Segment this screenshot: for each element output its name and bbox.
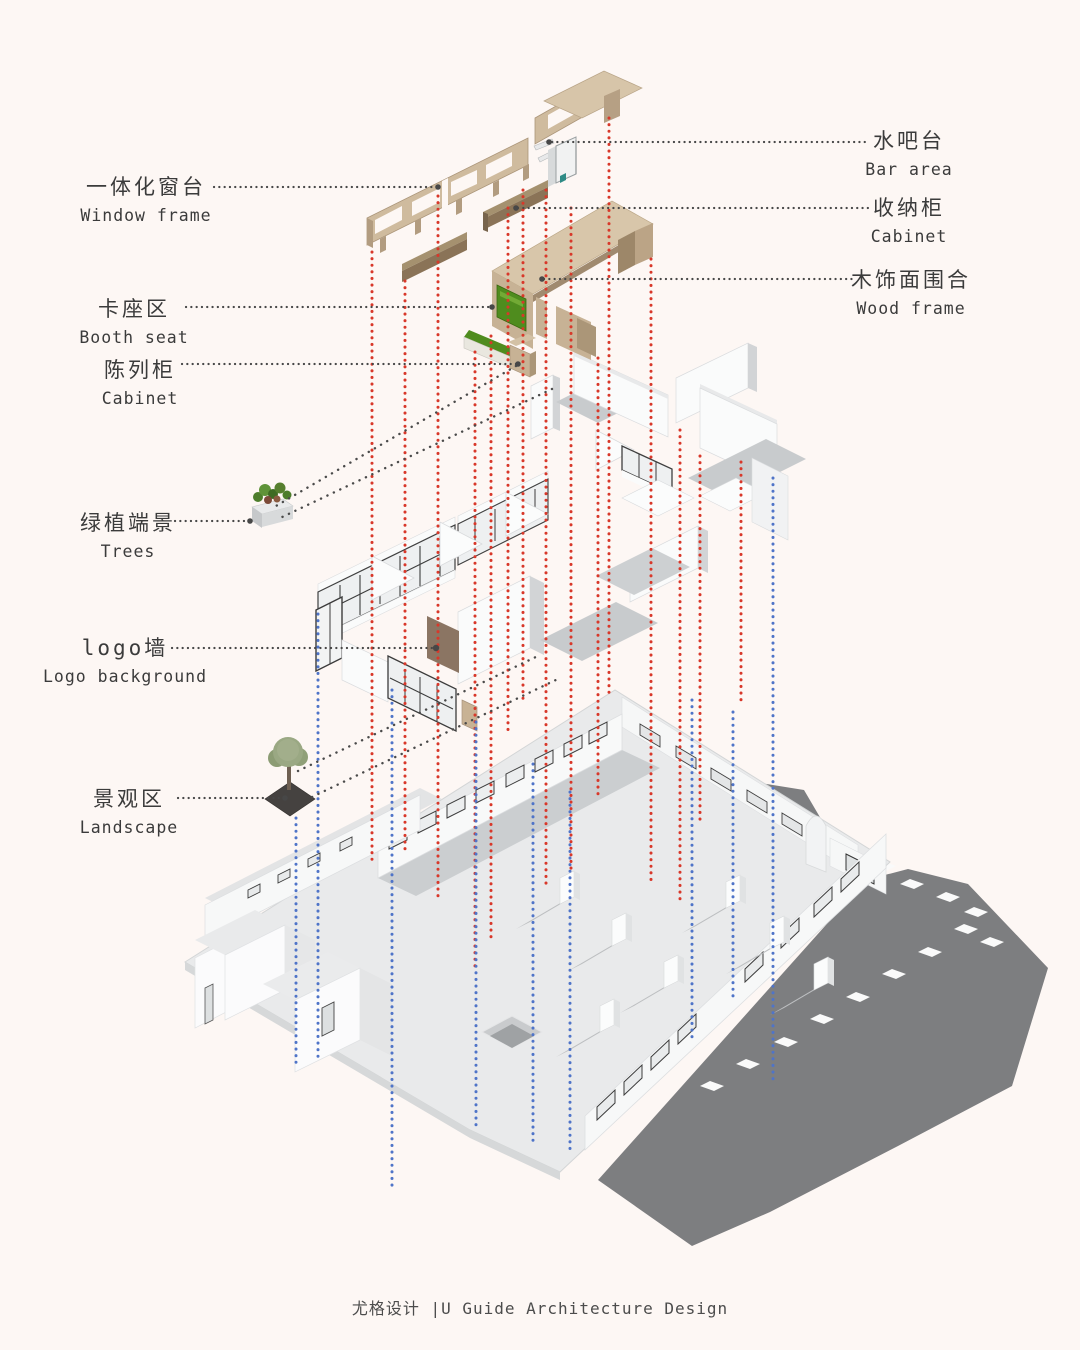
arched-pillar	[805, 815, 827, 873]
label-storage-cabinet-en: Cabinet	[870, 226, 948, 246]
label-window-frame-en: Window frame	[80, 205, 212, 225]
label-display-cabinet-en: Cabinet	[101, 388, 179, 408]
bar-counter-model	[533, 136, 577, 187]
mid-layer-logo-walls	[315, 470, 708, 733]
label-storage-cabinet: 收纳柜 Cabinet	[871, 193, 948, 249]
label-leader-lines	[170, 140, 870, 800]
label-landscape-en: Landscape	[79, 817, 179, 837]
label-window-frame-zh: 一体化窗台	[86, 174, 206, 199]
label-booth-seat: 卡座区 Booth seat	[79, 294, 188, 350]
label-trees-en: Trees	[100, 541, 156, 561]
label-trees-zh: 绿植端景	[80, 510, 176, 535]
label-display-cabinet-zh: 陈列柜	[103, 357, 176, 382]
label-storage-cabinet-zh: 收纳柜	[872, 195, 945, 220]
label-wood-frame: 木饰面围合 Wood frame	[851, 265, 971, 321]
label-logo-background: logo墙 Logo background	[43, 633, 207, 689]
label-booth-seat-en: Booth seat	[79, 327, 189, 347]
label-trees: 绿植端景 Trees	[80, 508, 176, 564]
label-landscape-zh: 景观区	[93, 786, 165, 811]
label-bar-area-zh: 水吧台	[872, 128, 945, 153]
base-building-model	[184, 689, 891, 1180]
label-logo-background-zh: logo墙	[81, 635, 169, 660]
diagonal-trace-lines	[274, 364, 562, 799]
planter-model	[251, 482, 294, 528]
wood-frame-model	[491, 200, 654, 360]
display-cabinet-model	[508, 334, 536, 378]
blue-projection-lines	[294, 476, 775, 1192]
label-wood-frame-zh: 木饰面围合	[851, 267, 971, 292]
interior-pit	[480, 1015, 544, 1049]
tree-model	[264, 737, 316, 817]
label-bar-area: 水吧台 Bar area	[865, 126, 952, 182]
footer-credit: 尤格设计 |U Guide Architecture Design	[351, 1299, 729, 1318]
label-wood-frame-en: Wood frame	[856, 298, 966, 318]
label-landscape: 景观区 Landscape	[80, 784, 178, 840]
logo-wall-panel	[427, 616, 459, 673]
label-display-cabinet: 陈列柜 Cabinet	[102, 355, 179, 411]
red-projection-lines	[370, 116, 743, 970]
courtyard-wall-stubs	[516, 870, 834, 1057]
mid-layer-partition-walls	[530, 342, 806, 541]
label-booth-seat-zh: 卡座区	[98, 296, 170, 321]
label-bar-area-en: Bar area	[865, 159, 953, 179]
label-logo-background-en: Logo background	[42, 666, 208, 686]
label-window-frame: 一体化窗台 Window frame	[80, 172, 211, 228]
road-model	[598, 758, 1048, 1246]
leader-end-dots	[247, 139, 552, 801]
window-frame-model	[366, 70, 643, 253]
